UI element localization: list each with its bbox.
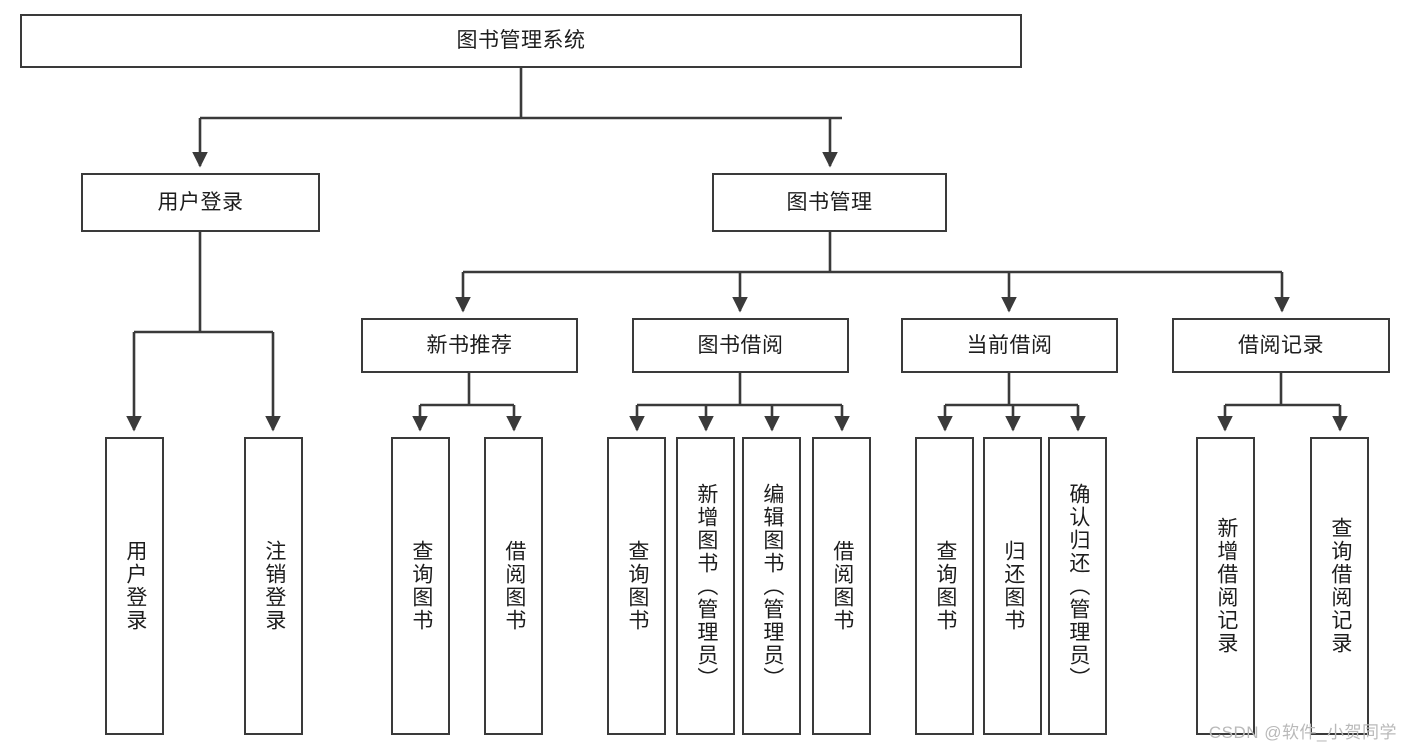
node-label: 用户登录	[157, 190, 244, 214]
node-label: 当前借阅	[966, 333, 1053, 357]
leaf-user-login-logout[interactable]: 注销登录	[244, 437, 303, 735]
node-root-system[interactable]: 图书管理系统	[20, 14, 1022, 68]
node-user-login[interactable]: 用户登录	[81, 173, 320, 232]
leaf-user-login-login[interactable]: 用户登录	[105, 437, 164, 735]
node-label: 查询图书	[409, 540, 433, 632]
node-label: 注销登录	[262, 540, 286, 632]
leaf-current-return-book[interactable]: 归还图书	[983, 437, 1042, 735]
leaf-recommend-borrow-book[interactable]: 借阅图书	[484, 437, 543, 735]
node-label: 归还图书	[1001, 540, 1025, 632]
leaf-record-add-record[interactable]: 新增借阅记录	[1196, 437, 1255, 735]
node-label: 图书借阅	[697, 333, 784, 357]
node-label: 查询图书	[933, 540, 957, 632]
leaf-borrow-edit-book-admin[interactable]: 编辑图书（管理员）	[742, 437, 801, 735]
leaf-current-query-book[interactable]: 查询图书	[915, 437, 974, 735]
leaf-borrow-borrow-book[interactable]: 借阅图书	[812, 437, 871, 735]
node-label: 借阅图书	[830, 540, 854, 632]
node-borrow-record[interactable]: 借阅记录	[1172, 318, 1390, 373]
node-label: 借阅记录	[1238, 333, 1324, 357]
leaf-recommend-query-book[interactable]: 查询图书	[391, 437, 450, 735]
node-label: 查询图书	[625, 540, 649, 632]
node-new-book-recommend[interactable]: 新书推荐	[361, 318, 578, 373]
leaf-borrow-query-book[interactable]: 查询图书	[607, 437, 666, 735]
leaf-current-confirm-return-admin[interactable]: 确认归还（管理员）	[1048, 437, 1107, 735]
node-book-management[interactable]: 图书管理	[712, 173, 947, 232]
node-label: 查询借阅记录	[1328, 517, 1352, 655]
node-label: 图书管理系统	[456, 29, 586, 53]
node-label: 确认归还（管理员）	[1066, 482, 1090, 690]
watermark: CSDN @软件_小贺同学	[1208, 723, 1397, 742]
node-label: 新书推荐	[426, 333, 513, 357]
node-current-borrow[interactable]: 当前借阅	[901, 318, 1118, 373]
node-label: 借阅图书	[502, 540, 526, 632]
node-book-borrow[interactable]: 图书借阅	[632, 318, 849, 373]
leaf-borrow-add-book-admin[interactable]: 新增图书（管理员）	[676, 437, 735, 735]
node-label: 新增图书（管理员）	[694, 482, 718, 690]
node-label: 新增借阅记录	[1214, 517, 1238, 655]
node-label: 用户登录	[123, 540, 147, 632]
leaf-record-query-record[interactable]: 查询借阅记录	[1310, 437, 1369, 735]
node-label: 图书管理	[786, 190, 873, 214]
node-label: 编辑图书（管理员）	[760, 482, 784, 690]
